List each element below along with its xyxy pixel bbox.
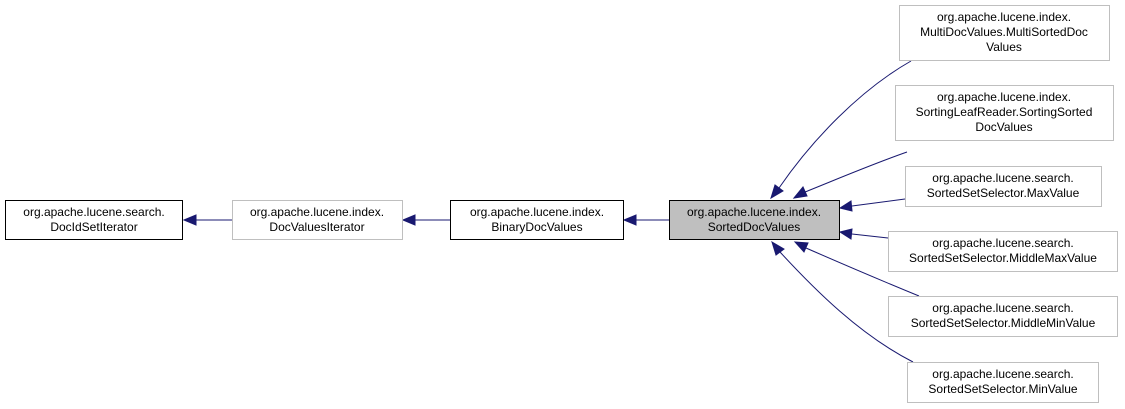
edge-middlemaxvalue-to-sorteddocvalues: [838, 228, 889, 240]
node-maxvalue-line-1: org.apache.lucene.search.: [932, 171, 1073, 185]
node-sorteddocvalues-line-1: org.apache.lucene.index.: [687, 205, 821, 219]
edges: [182, 60, 920, 363]
node-minvalue-line-2: SortedSetSelector.MinValue: [928, 382, 1078, 396]
node-middleminvalue[interactable]: org.apache.lucene.search. SortedSetSelec…: [888, 296, 1118, 337]
edge-maxvalue-to-sorteddocvalues: [838, 198, 906, 212]
node-sortingsorteddocvalues-line-1: org.apache.lucene.index.: [937, 90, 1071, 104]
node-multisorteddocvalues-line-1: org.apache.lucene.index.: [937, 10, 1071, 24]
node-middleminvalue-line-2: SortedSetSelector.MiddleMinValue: [911, 316, 1096, 330]
edge-docvaluesiterator-to-docidsetiterator: [182, 214, 232, 226]
node-docvaluesiterator[interactable]: org.apache.lucene.index. DocValuesIterat…: [232, 200, 403, 240]
edge-binarydocvalues-to-docvaluesiterator: [401, 214, 450, 226]
node-middlemaxvalue[interactable]: org.apache.lucene.search. SortedSetSelec…: [888, 231, 1118, 272]
node-binarydocvalues-line-2: BinaryDocValues: [491, 220, 582, 234]
node-docidsetiterator-line-2: DocIdSetIterator: [50, 220, 137, 234]
node-minvalue-line-1: org.apache.lucene.search.: [932, 367, 1073, 381]
node-binarydocvalues[interactable]: org.apache.lucene.index. BinaryDocValues: [450, 200, 624, 240]
node-sortingsorteddocvalues-line-3: DocValues: [975, 120, 1032, 134]
node-multisorteddocvalues[interactable]: org.apache.lucene.index. MultiDocValues.…: [899, 5, 1110, 61]
node-sorteddocvalues-line-2: SortedDocValues: [708, 220, 801, 234]
node-maxvalue[interactable]: org.apache.lucene.search. SortedSetSelec…: [905, 166, 1102, 207]
edge-multisorteddocvalues-to-sorteddocvalues: [770, 60, 912, 200]
node-middleminvalue-line-1: org.apache.lucene.search.: [932, 301, 1073, 315]
node-sortingsorteddocvalues[interactable]: org.apache.lucene.index. SortingLeafRead…: [895, 85, 1114, 141]
node-minvalue[interactable]: org.apache.lucene.search. SortedSetSelec…: [907, 362, 1099, 403]
edge-sorteddocvalues-to-binarydocvalues: [622, 214, 669, 226]
node-docidsetiterator-line-1: org.apache.lucene.search.: [23, 205, 164, 219]
node-docvaluesiterator-line-1: org.apache.lucene.index.: [250, 205, 384, 219]
node-binarydocvalues-line-1: org.apache.lucene.index.: [470, 205, 604, 219]
node-maxvalue-line-2: SortedSetSelector.MaxValue: [927, 186, 1080, 200]
node-multisorteddocvalues-line-3: Values: [986, 40, 1022, 54]
edge-sortingsorteddocvalues-to-sorteddocvalues: [792, 151, 908, 199]
node-docidsetiterator[interactable]: org.apache.lucene.search. DocIdSetIterat…: [5, 200, 183, 240]
node-docvaluesiterator-line-2: DocValuesIterator: [269, 220, 364, 234]
node-middlemaxvalue-line-2: SortedSetSelector.MiddleMaxValue: [909, 251, 1097, 265]
node-middlemaxvalue-line-1: org.apache.lucene.search.: [932, 236, 1073, 250]
edge-middleminvalue-to-sorteddocvalues: [793, 241, 920, 297]
node-sorteddocvalues[interactable]: org.apache.lucene.index. SortedDocValues: [669, 200, 840, 240]
node-multisorteddocvalues-line-2: MultiDocValues.MultiSortedDoc: [920, 25, 1088, 39]
edge-minvalue-to-sorteddocvalues: [771, 240, 914, 363]
node-sortingsorteddocvalues-line-2: SortingLeafReader.SortingSorted: [916, 105, 1093, 119]
nodes: org.apache.lucene.search. DocIdSetIterat…: [5, 5, 1118, 403]
